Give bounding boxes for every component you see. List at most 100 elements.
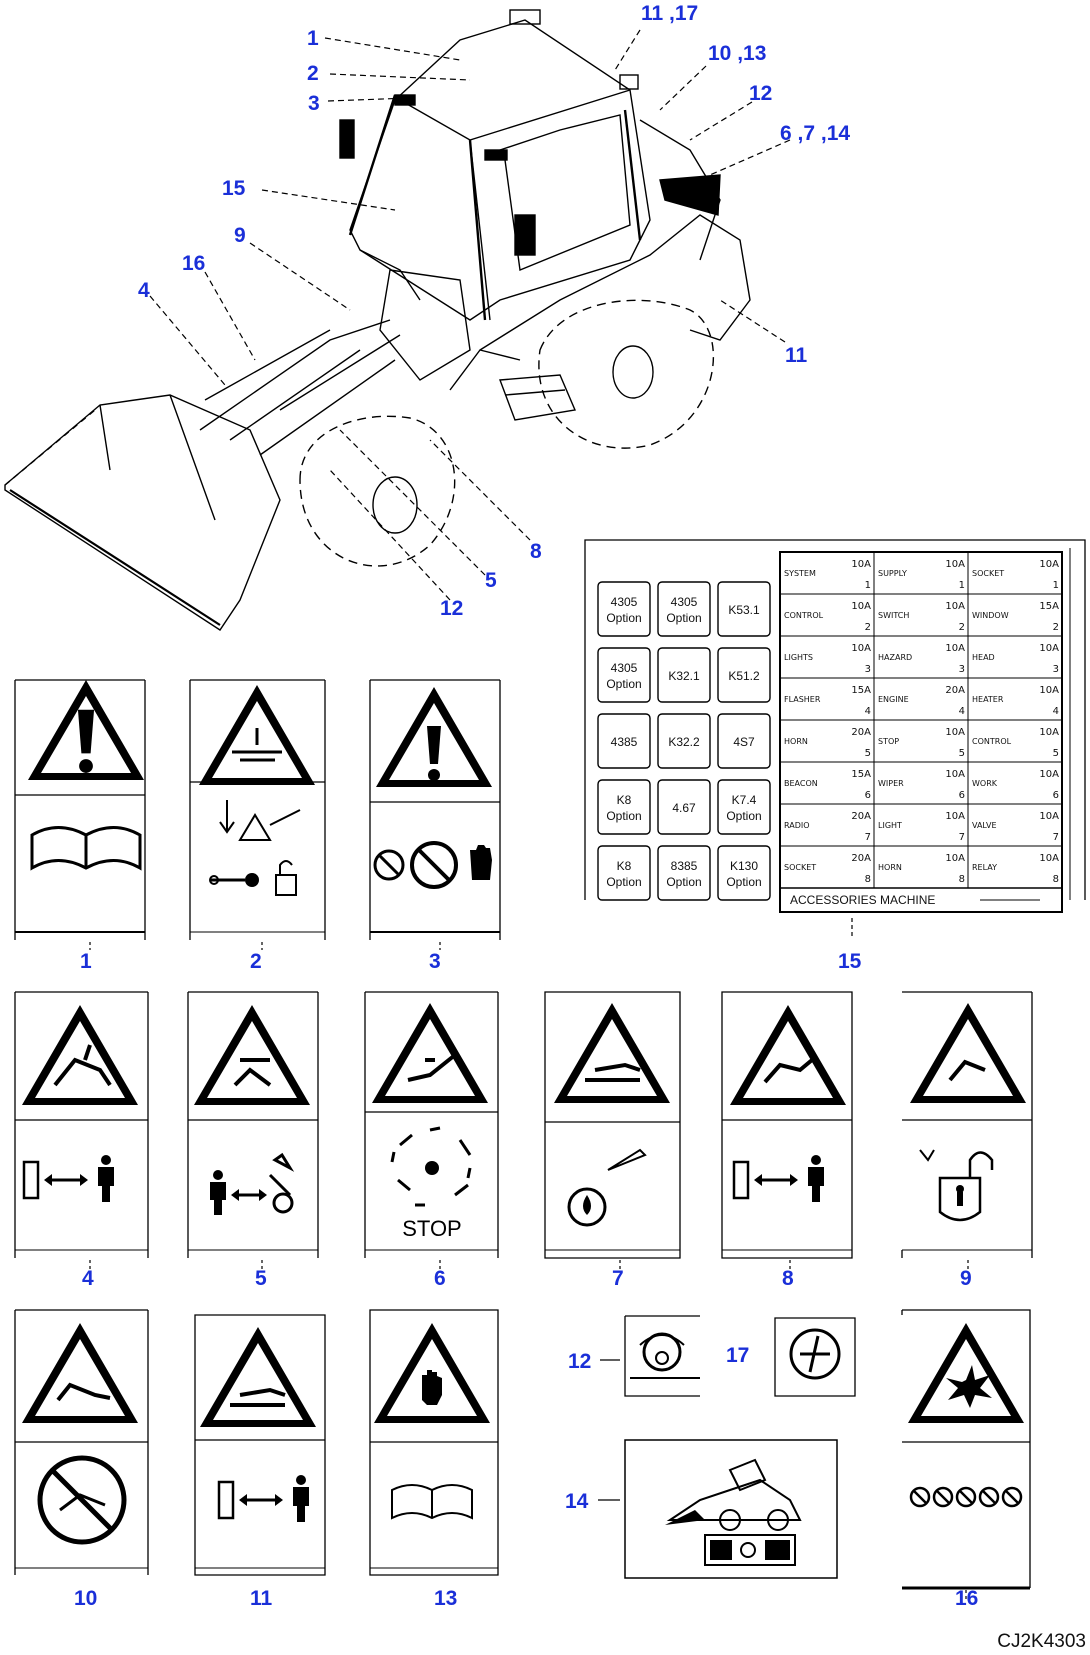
- label-number-4: 4: [82, 1267, 94, 1290]
- label-number-3: 3: [429, 950, 441, 973]
- callout-9: 9: [234, 224, 246, 247]
- fuse-slot: [597, 845, 651, 901]
- safety-label-11: [194, 1314, 326, 1576]
- fuse-circuit-name: FLASHER: [784, 695, 821, 704]
- fuse-label-15: 4305Option4305OptionK53.14305OptionK32.1…: [584, 539, 1086, 913]
- fuse-position-number: 4: [959, 706, 965, 717]
- safety-label-1: [14, 679, 146, 940]
- fuse-position-number: 6: [865, 790, 871, 801]
- label-number-1: 1: [80, 950, 92, 973]
- safety-label-16: [901, 1309, 1031, 1590]
- fuse-amperage: 20A: [851, 727, 871, 738]
- fuse-slot-label: K32.1: [668, 669, 700, 683]
- fuse-amperage: 15A: [851, 769, 871, 780]
- fuse-amperage: 10A: [1039, 685, 1059, 696]
- callout-leaders: [149, 29, 791, 601]
- safety-label-6: STOP: [364, 991, 499, 1258]
- safety-label-8: [721, 991, 853, 1259]
- fuse-circuit-name: SOCKET: [972, 569, 1004, 578]
- fuse-position-number: 3: [1053, 664, 1059, 675]
- fuse-footer: ACCESSORIES MACHINE: [790, 893, 935, 907]
- label-number-10: 10: [74, 1587, 97, 1610]
- fuse-circuit-name: LIGHTS: [784, 653, 813, 662]
- label-number-15: 15: [838, 950, 862, 973]
- fuse-slot: [717, 713, 771, 769]
- fuse-circuit-name: LIGHT: [878, 821, 902, 830]
- fuse-amperage: 10A: [945, 811, 965, 822]
- callout-6-7-14: 6 ,7 ,14: [780, 122, 850, 145]
- fuse-slot: [657, 581, 711, 637]
- fuse-position-number: 6: [959, 790, 965, 801]
- fuse-position-number: 1: [959, 580, 965, 591]
- explosion-icon: [946, 1365, 992, 1408]
- fuse-amperage: 20A: [945, 685, 965, 696]
- fuse-position-number: 7: [959, 832, 965, 843]
- safety-label-2: [189, 679, 326, 940]
- fuse-circuit-name: SWITCH: [878, 611, 909, 620]
- fuse-slot-label: Option: [606, 611, 641, 625]
- safety-label-5: [187, 991, 319, 1258]
- fuse-slot-label: Option: [606, 875, 641, 889]
- fuse-amperage: 10A: [945, 559, 965, 570]
- callout-2: 2: [307, 62, 319, 85]
- fuse-position-number: 7: [1053, 832, 1059, 843]
- fuse-slot: [657, 779, 711, 835]
- fuse-circuit-name: HORN: [784, 737, 808, 746]
- fuse-slot-label: Option: [726, 875, 761, 889]
- fuse-slot-label: K8: [617, 793, 632, 807]
- callout-5: 5: [485, 569, 497, 592]
- fuse-circuit-name: WORK: [972, 779, 998, 788]
- fuse-circuit-name: CONTROL: [972, 737, 1012, 746]
- fuse-slot-label: K53.1: [728, 603, 760, 617]
- stop-hand-icon: [422, 1370, 442, 1405]
- fuse-slot-label: Option: [726, 809, 761, 823]
- safety-label-10: [14, 1309, 149, 1575]
- callout-10-13: 10 ,13: [708, 42, 766, 65]
- fuse-amperage: 10A: [1039, 559, 1059, 570]
- fuse-position-number: 8: [959, 874, 965, 885]
- fuse-position-number: 4: [865, 706, 871, 717]
- label-number-6: 6: [434, 1267, 446, 1290]
- fuse-circuit-name: ENGINE: [878, 695, 909, 704]
- callout-1: 1: [307, 27, 319, 50]
- fuse-position-number: 2: [1053, 622, 1059, 633]
- fuse-slot-label: Option: [666, 611, 701, 625]
- label-number-13: 13: [434, 1587, 457, 1610]
- fuse-amperage: 15A: [851, 685, 871, 696]
- fuse-slot-label: 4S7: [733, 735, 755, 749]
- fuse-slot: [657, 647, 711, 703]
- fuse-slot: [597, 581, 651, 637]
- label-number-16: 16: [955, 1587, 978, 1610]
- fuse-slot: [657, 845, 711, 901]
- fuse-circuit-name: HEAD: [972, 653, 995, 662]
- safety-label-4: [14, 991, 149, 1258]
- safety-label-17: [774, 1317, 856, 1397]
- fuse-slot: [717, 779, 771, 835]
- fuse-amperage: 10A: [851, 643, 871, 654]
- fuse-position-number: 3: [959, 664, 965, 675]
- glove-icon: [470, 845, 492, 880]
- fuse-position-number: 3: [865, 664, 871, 675]
- fuse-slot-label: 4385: [611, 735, 638, 749]
- label-number-5: 5: [255, 1267, 267, 1290]
- fuse-slot-label: 4305: [611, 661, 638, 675]
- fuse-amperage: 10A: [851, 559, 871, 570]
- fuse-position-number: 4: [1053, 706, 1059, 717]
- safety-label-14: [624, 1439, 838, 1579]
- fuse-circuit-name: CONTROL: [784, 611, 824, 620]
- callout-4: 4: [138, 279, 150, 302]
- fuse-slot-label: K8: [617, 859, 632, 873]
- fuse-slot-label: K51.2: [728, 669, 760, 683]
- fuse-position-number: 5: [865, 748, 871, 759]
- fuse-position-number: 5: [1053, 748, 1059, 759]
- callout-12-bottom: 12: [440, 597, 463, 620]
- fuse-circuit-name: WINDOW: [972, 611, 1009, 620]
- fuse-position-number: 7: [865, 832, 871, 843]
- wheel-loader-drawing: [4, 9, 751, 631]
- fuse-amperage: 15A: [1039, 601, 1059, 612]
- fuse-position-number: 6: [1053, 790, 1059, 801]
- fuse-slot-label: 4.67: [672, 801, 696, 815]
- label-number-12: 12: [568, 1350, 591, 1373]
- safety-label-7: [544, 991, 681, 1259]
- fuse-position-number: 5: [959, 748, 965, 759]
